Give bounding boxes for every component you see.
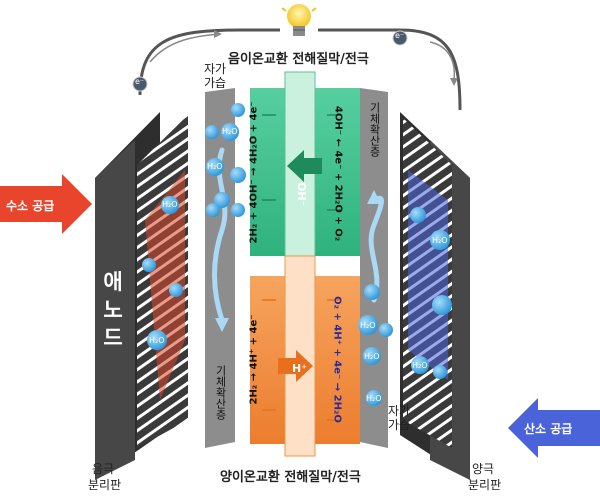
self-humidify-left-line2: 가습	[204, 76, 227, 90]
water-label-2: H₂O	[207, 162, 223, 171]
gas-diffusion-right-label: 기체확산층	[368, 102, 381, 157]
equation-bottom-left: 2H₂ → 4H⁺ + 4e⁻	[248, 314, 260, 405]
anode-plate-label-2: 분리판	[88, 478, 122, 492]
gas-diffusion-layer-left	[205, 88, 235, 448]
anode-label-3: 드	[103, 326, 123, 350]
cathode-plate-label-2: 분리판	[468, 478, 502, 492]
cation-exchange-membrane	[250, 255, 360, 457]
water-flow-right	[368, 195, 384, 303]
self-humidify-left-line1: 자가	[204, 62, 227, 76]
water-label-1: H₂O	[222, 127, 238, 136]
water-label-7: H₂O	[366, 394, 382, 403]
top-membrane-label: 음이온교환 전해질막/전극	[228, 52, 369, 67]
electron-label-left: e⁻	[135, 77, 145, 86]
circuit-wire-right	[318, 28, 462, 111]
cathode-separator-plate	[400, 112, 470, 480]
hydrogen-supply-label: 수소 공급	[6, 199, 55, 213]
water-label-9: H₂O	[412, 361, 428, 370]
equation-bottom-right: O₂ + 4H⁺ + 4e⁻ → 2H₂O	[331, 296, 343, 423]
electron-label-right: e⁻	[395, 31, 405, 40]
equation-top-left: 2H₂ + 4OH⁻ → 4H₂O + 4e⁻	[248, 101, 260, 244]
cathode-label-2: 소	[473, 302, 493, 326]
orange-small-arrows	[262, 299, 341, 421]
oxygen-supply-label: 산소 공급	[524, 422, 573, 436]
self-humidify-right-line1: 자가	[388, 404, 411, 418]
electron-flow-right	[429, 41, 456, 81]
cathode-plate-label-1: 양극	[472, 462, 495, 476]
cathode-label-3: 드	[473, 330, 493, 354]
water-droplets	[142, 103, 452, 406]
equation-top-right: 4OH⁻ ← 4e⁻ + 2H₂O + O₂	[332, 105, 344, 242]
proton-arrow	[278, 350, 313, 382]
anode-label-1: 애	[103, 270, 123, 294]
hydroxide-label: OH⁻	[295, 182, 308, 207]
water-label-4: H₂O	[149, 336, 165, 345]
electron-flow-left	[149, 33, 221, 63]
water-flow-left	[212, 147, 228, 323]
proton-label: H⁺	[292, 362, 308, 375]
water-label-3: H₂O	[162, 200, 178, 209]
anode-label-2: 노	[103, 298, 123, 322]
electron-badge-right	[392, 30, 408, 46]
water-label-6: H₂O	[364, 352, 380, 361]
bottom-membrane-label: 양이온교환 전해질막/전극	[220, 470, 361, 485]
water-label-8: H₂O	[432, 236, 448, 245]
gas-diffusion-left-label: 기체확산층	[214, 365, 227, 420]
anode-plate-label-1: 음극	[92, 462, 115, 476]
light-bulb-icon	[281, 4, 317, 36]
circuit-wire-left	[138, 28, 280, 96]
water-label-5: H₂O	[360, 321, 376, 330]
self-humidify-right-line2: 가습	[388, 418, 411, 432]
electron-badge-left	[132, 76, 148, 92]
cathode-label-1: 캐	[473, 274, 493, 298]
green-small-arrows	[262, 114, 341, 211]
hydrogen-supply-arrow	[0, 174, 92, 234]
oxygen-supply-arrow	[508, 398, 600, 458]
hydroxide-arrow	[287, 150, 322, 182]
